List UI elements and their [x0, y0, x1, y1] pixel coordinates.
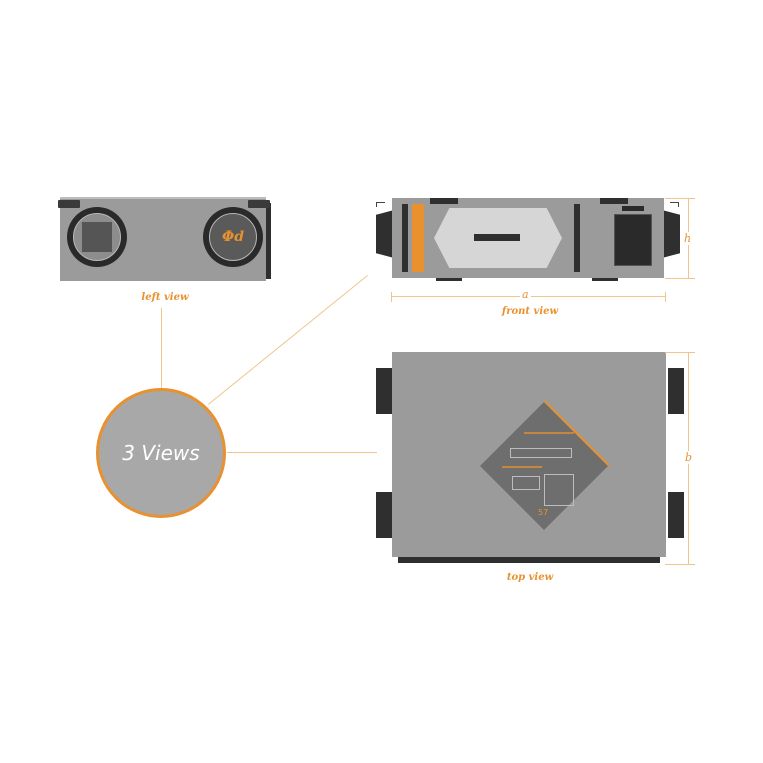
- connector-front: [208, 274, 368, 405]
- dimension-a: a: [520, 288, 531, 301]
- control-box: [614, 214, 652, 266]
- top-view-label: top view: [506, 572, 554, 583]
- filter-rail: [402, 204, 408, 272]
- filter-panel-orange: [412, 204, 424, 272]
- plate-number: 57: [538, 508, 549, 517]
- exchanger-slot: [474, 234, 520, 241]
- duct-port-left: [67, 207, 127, 267]
- top-view: 57: [374, 350, 694, 565]
- filter-square: [82, 222, 112, 252]
- connector-left: [161, 308, 162, 388]
- three-views-label: 3 Views: [122, 441, 200, 465]
- three-views-badge: 3 Views: [96, 388, 226, 518]
- mounting-clip-icon: [248, 200, 270, 208]
- front-view-label: front view: [501, 306, 559, 317]
- dimension-h: h: [682, 232, 694, 245]
- duct-collar-right: [662, 210, 680, 258]
- diameter-symbol: Φd: [222, 229, 244, 245]
- connector-top: [227, 452, 377, 453]
- dimension-b: b: [683, 451, 695, 464]
- filter-rail: [574, 204, 580, 272]
- left-view: Φd: [58, 197, 272, 281]
- duct-port-right: Φd: [203, 207, 263, 267]
- mounting-clip-icon: [58, 200, 80, 208]
- left-view-label: left view: [141, 292, 189, 303]
- front-view: [374, 196, 694, 296]
- duct-collar-left: [376, 210, 394, 258]
